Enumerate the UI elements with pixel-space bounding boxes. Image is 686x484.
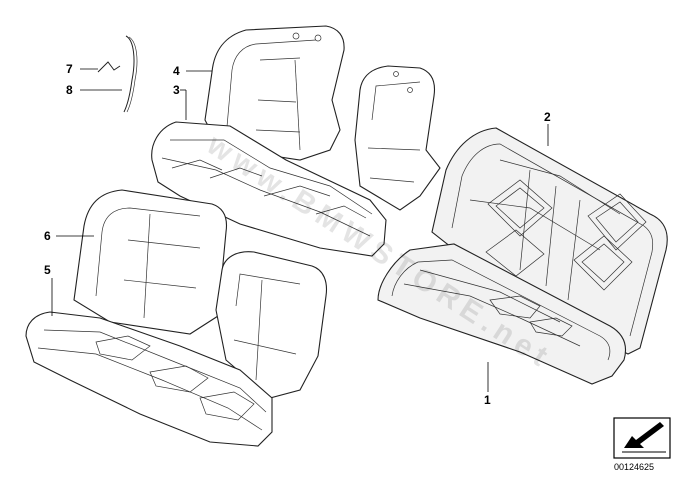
callout-8[interactable]: 8: [66, 83, 73, 97]
callout-4[interactable]: 4: [173, 64, 180, 78]
callout-3[interactable]: 3: [173, 83, 180, 97]
part-number: 00124625: [614, 462, 654, 472]
wire-clip-part-7[interactable]: [97, 61, 121, 73]
wire-loop-part-8[interactable]: [123, 35, 138, 113]
seat-cushion-cover-part-3[interactable]: [151, 121, 387, 257]
backrest-cover-part-4[interactable]: [204, 25, 441, 211]
backrest-frame-part-2[interactable]: [431, 127, 668, 355]
backrest-upholstery-part-6[interactable]: [73, 189, 328, 399]
arrow-pointer-icon: [613, 417, 671, 459]
leader-lines: [51, 68, 549, 392]
seat-frame-part-1[interactable]: [377, 243, 627, 385]
callout-2[interactable]: 2: [544, 110, 551, 124]
callout-6[interactable]: 6: [44, 229, 51, 243]
callout-1[interactable]: 1: [484, 393, 491, 407]
seat-cushion-upholstery-part-5[interactable]: [25, 311, 273, 447]
callout-7[interactable]: 7: [66, 62, 73, 76]
callout-5[interactable]: 5: [44, 263, 51, 277]
